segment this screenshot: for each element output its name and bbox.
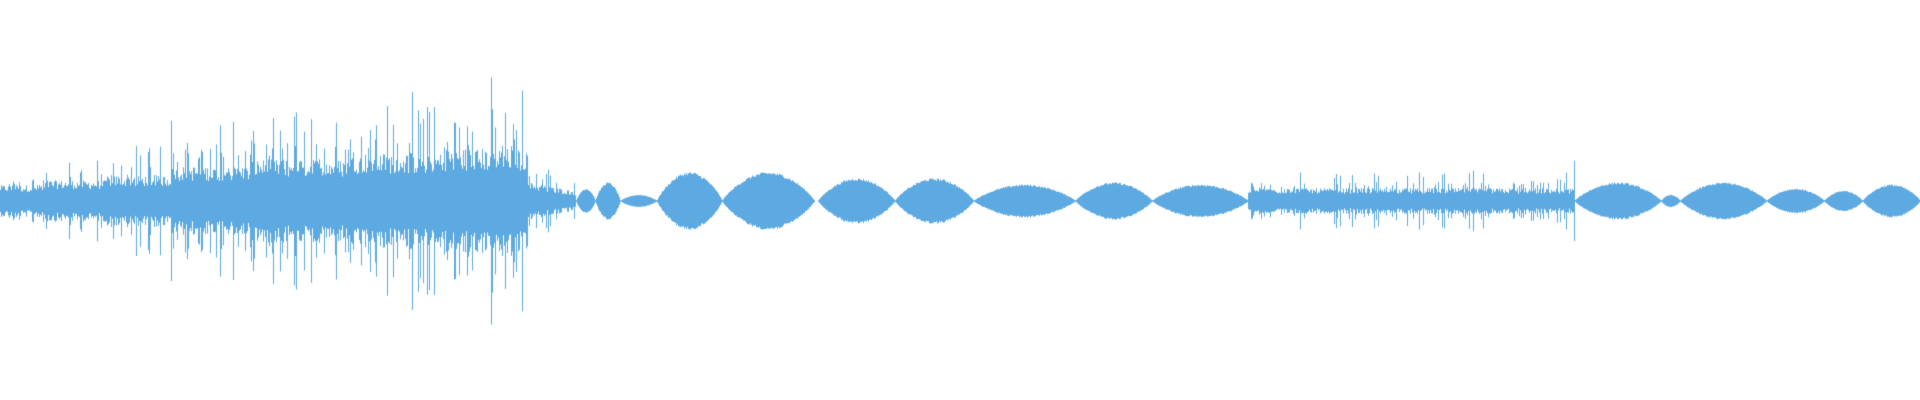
waveform-display bbox=[0, 0, 1920, 400]
audio-waveform bbox=[0, 0, 1920, 400]
